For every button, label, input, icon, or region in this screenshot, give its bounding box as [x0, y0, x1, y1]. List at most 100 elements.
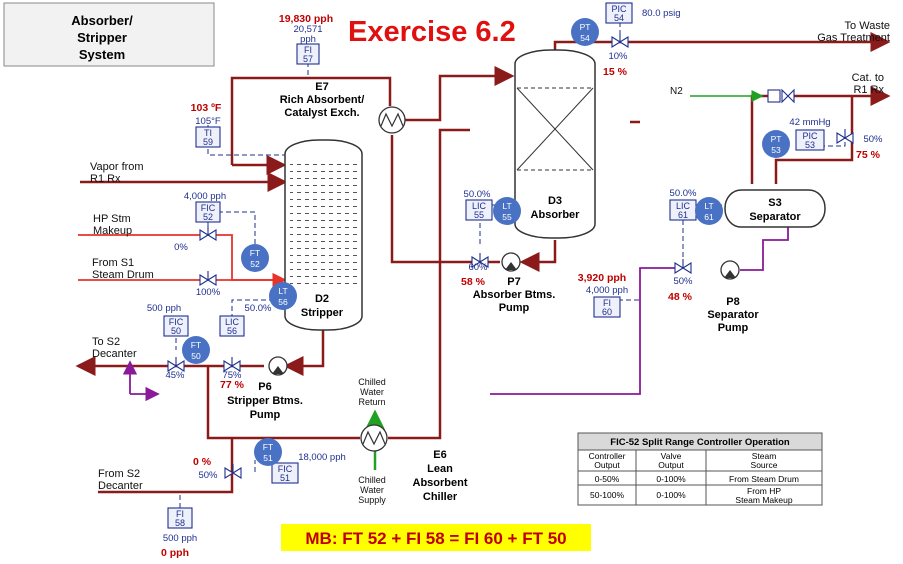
hp-stm-line1: HP Stm [93, 213, 131, 225]
p6-pump: P6 Stripper Btms. Pump [227, 356, 303, 421]
system-title-box: Absorber/ Stripper System [3, 2, 215, 67]
fic50-valve-icon [167, 357, 185, 372]
pic54-output: 10% [608, 51, 628, 62]
split-h1b: Output [594, 460, 620, 470]
p8-pump: P8 Separator Pump [707, 260, 759, 334]
hp-stm-line2: Makeup [93, 225, 132, 237]
lic55-l1: LIC [472, 201, 487, 211]
to-s2-line1: To S2 [92, 336, 120, 348]
split-r2c3a: From HP [747, 486, 781, 496]
cw-return-line1: Chilled [358, 377, 386, 387]
valves [167, 33, 854, 479]
pic53-actual: 75 % [856, 149, 881, 161]
vapor-line2: R1 Rx [90, 173, 121, 185]
d3-absorber-column: D3 Absorber [514, 49, 596, 239]
pic54-valve-icon [611, 33, 629, 48]
d2-stripper-column: D2 Stripper [284, 139, 363, 331]
split-table-title: FIC-52 Split Range Controller Operation [610, 437, 790, 448]
e6-line1: Lean [427, 463, 453, 475]
lt61-l2: 61 [704, 212, 714, 222]
cw-supply-line1: Chilled [358, 475, 386, 485]
p7-line1: Absorber Btms. [473, 289, 556, 301]
system-title-line2: Stripper [77, 30, 127, 45]
fi57-l2: 57 [303, 54, 313, 64]
fic51-value: 18,000 pph [298, 452, 346, 463]
system-title-line1: Absorber/ [71, 13, 133, 28]
p7-line2: Pump [499, 302, 530, 314]
lt56-l1: LT [278, 286, 287, 296]
d2-name: Stripper [301, 307, 344, 319]
fic51-box [271, 462, 299, 484]
fic50-box [163, 315, 189, 337]
split-h2b: Output [658, 460, 684, 470]
lic55-valve-icon [471, 253, 489, 268]
fic51-actual: 0 % [193, 456, 212, 468]
e6-line3: Chiller [423, 491, 458, 503]
split-r2c3b: Steam Makeup [735, 495, 792, 505]
e6-chiller: E6 Lean Absorbent Chiller [360, 424, 468, 503]
s1-valve-output: 100% [196, 287, 221, 298]
mass-balance-banner: MB: FT 52 + FI 58 = FI 60 + FT 50 [281, 524, 591, 551]
fi58-l1: FI [176, 509, 184, 519]
pic53-l1: PIC [802, 131, 818, 141]
p8-tag: P8 [726, 296, 739, 308]
waste-line1: To Waste [845, 20, 890, 32]
n2-valve-icon [767, 88, 795, 104]
cat-line1: Cat. to [852, 72, 884, 84]
fic52-box [195, 201, 221, 223]
lic55-box [465, 199, 493, 221]
s3-tag: S3 [768, 197, 781, 209]
fi60-actual: 3,920 pph [578, 272, 626, 284]
ft51-l2: 51 [263, 453, 273, 463]
stream-labels: Vapor from R1 Rx HP Stm Makeup From S1 S… [90, 20, 890, 492]
lt61-l1: LT [704, 201, 713, 211]
lic55-l2: 55 [474, 210, 484, 220]
lt55-l1: LT [502, 201, 511, 211]
ft50-l1: FT [191, 340, 201, 350]
pic53-valve-icon [836, 129, 854, 144]
s3-separator-vessel: S3 Separator [724, 189, 826, 228]
chilled-water-labels: Chilled Water Return Chilled Water Suppl… [358, 377, 386, 505]
fi58-actual: 0 pph [161, 547, 189, 559]
lt55-l2: 55 [502, 212, 512, 222]
e7-line1: Rich Absorbent/ [280, 94, 365, 106]
lic55-value: 50.0% [464, 189, 491, 200]
lic56-actual: 77 % [220, 379, 245, 391]
fi58-box [167, 507, 193, 529]
cat-line2: R1 Rx [853, 84, 884, 96]
ft51-l1: FT [263, 442, 273, 452]
cw-supply-line3: Supply [358, 495, 386, 505]
split-h1a: Controller [589, 451, 626, 461]
p8-line1: Separator [707, 309, 759, 321]
process-lines [75, 32, 891, 494]
split-r2c1: 50-100% [590, 490, 624, 500]
fic50-l2: 50 [171, 326, 181, 336]
waste-line2: Gas Treatment [817, 32, 890, 44]
ti59-l1: TI [204, 128, 212, 138]
ft52-l1: FT [250, 248, 260, 258]
lic61-value: 50.0% [670, 188, 697, 199]
split-r1c1: 0-50% [595, 474, 620, 484]
p6-tag: P6 [258, 381, 271, 393]
pic54-value: 80.0 psig [642, 8, 681, 19]
pic54-actual: 15 % [603, 66, 628, 78]
e6-tag: E6 [433, 449, 446, 461]
e6-line2: Absorbent [413, 477, 468, 489]
fic52-l1: FIC [201, 203, 216, 213]
fic51-output: 50% [198, 470, 218, 481]
fic52-value: 4,000 pph [184, 191, 226, 202]
fi60-l2: 60 [602, 307, 612, 317]
e7-line2: Catalyst Exch. [284, 107, 359, 119]
cw-return-line2: Water [360, 387, 384, 397]
fi58-value: 500 pph [163, 533, 197, 544]
s3-name: Separator [749, 211, 801, 223]
pic53-value: 42 mmHg [789, 117, 830, 128]
split-h3b: Source [751, 460, 778, 470]
mass-balance-text: MB: FT 52 + FI 58 = FI 60 + FT 50 [305, 529, 566, 548]
lic56-l2: 56 [227, 326, 237, 336]
